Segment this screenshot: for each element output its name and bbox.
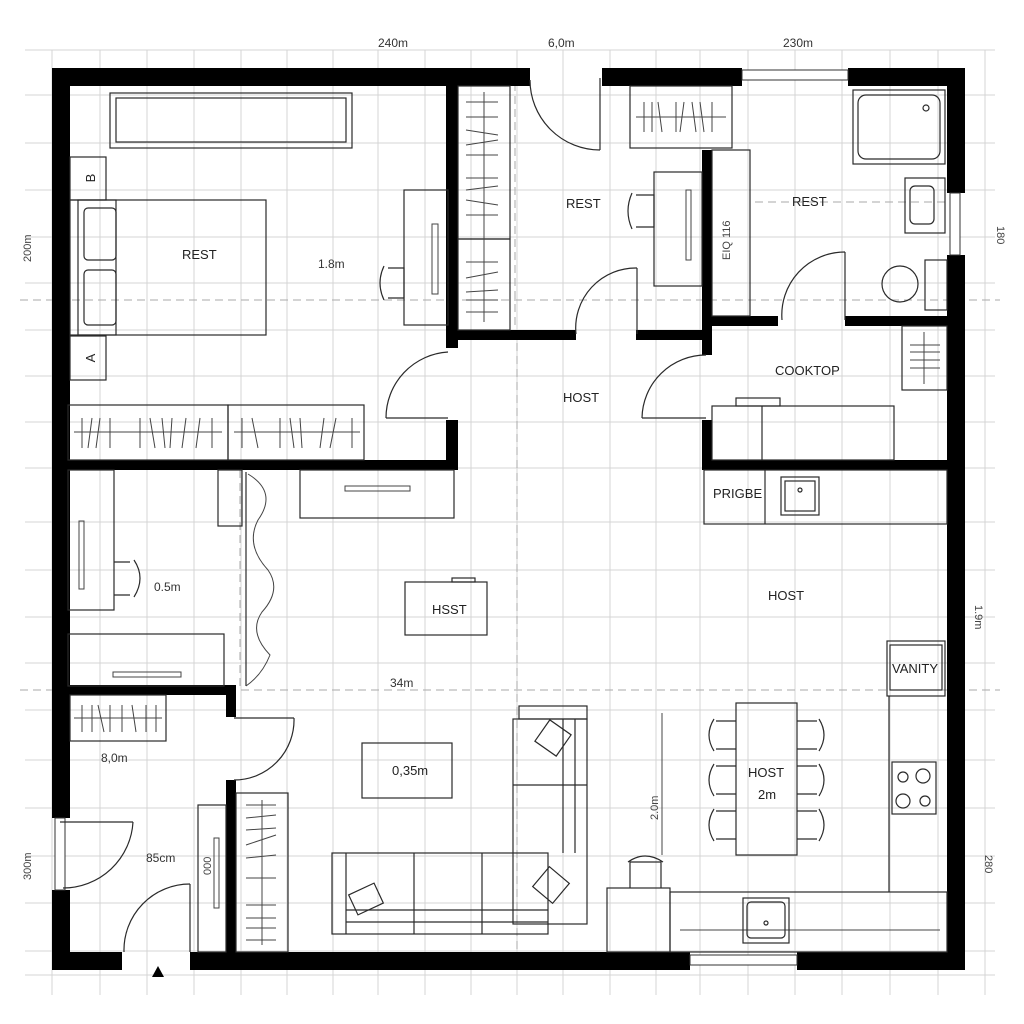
dining-table-label: HOST <box>748 765 784 780</box>
bar-stool-counter <box>606 887 671 953</box>
bath-closet <box>711 149 751 317</box>
windows <box>54 69 961 966</box>
door-bedroom-middle[interactable] <box>575 267 638 335</box>
wardrobe-right <box>227 404 365 461</box>
counter-fridge <box>703 469 948 525</box>
shoe-rack <box>69 694 167 742</box>
door-side[interactable] <box>60 821 134 889</box>
tv-console <box>299 469 455 519</box>
entrance-marker-icon <box>152 966 164 977</box>
window-right <box>949 192 961 256</box>
room-label-hallway: HOST <box>563 390 599 405</box>
desk-middle <box>653 171 703 287</box>
room-label-kitchen: COOKTOP <box>775 363 840 378</box>
chair-middle <box>627 192 655 230</box>
curtain <box>245 473 275 687</box>
dining-table <box>735 702 798 856</box>
entry-cabinet <box>197 804 227 953</box>
nightstand-bottom-label: A <box>83 353 98 362</box>
vanity <box>886 640 946 697</box>
study: 0.5m <box>67 469 275 687</box>
coffee-table-label: 0,35m <box>392 763 428 778</box>
coat-closet <box>235 792 289 953</box>
chair-study <box>114 559 141 598</box>
side-table-label: HSST <box>432 602 467 617</box>
bar-stool <box>627 855 664 888</box>
nightstand-top-label: B <box>83 174 98 183</box>
door-kitchen[interactable] <box>641 354 707 419</box>
bath-closet-label: EIQ 116 <box>721 220 733 260</box>
dim-entry-top: 8,0m <box>101 751 128 765</box>
door-entry-inner[interactable] <box>233 717 295 781</box>
desk-study <box>67 469 115 611</box>
dim-living-center: 34m <box>390 676 413 690</box>
door-entrance[interactable] <box>123 883 191 953</box>
living-center: HSST 34m HOST VANITY <box>299 469 946 697</box>
dim-top-2: 6,0m <box>548 36 575 50</box>
dining-chairs <box>708 718 825 842</box>
side-table <box>404 581 488 636</box>
dim-bedroom-main: 1.8m <box>318 257 345 271</box>
dim-left-1: 200m <box>22 234 34 262</box>
living-lower: 0,35m 2.0m <box>331 705 663 935</box>
cooktop <box>891 761 937 815</box>
doors[interactable] <box>60 78 846 953</box>
coffee-table <box>361 742 453 799</box>
room-label-bedroom-middle: REST <box>566 196 601 211</box>
room-label-living-upper: HOST <box>768 588 804 603</box>
dresser <box>109 92 353 149</box>
sink-bottom <box>742 897 790 944</box>
chair <box>379 265 405 301</box>
bathroom: EIQ 116 REST <box>711 89 948 317</box>
window-bottom <box>689 954 798 966</box>
dim-left-2: 300m <box>22 852 34 880</box>
door-top[interactable] <box>529 78 601 151</box>
dim-top-1: 240m <box>378 36 408 50</box>
bedroom-middle: REST <box>457 85 733 331</box>
nightstand-top <box>69 156 107 201</box>
bathtub <box>852 89 946 165</box>
entry: 8,0m 85cm 000 <box>69 694 289 977</box>
interior-walls <box>66 86 947 952</box>
dim-right-1: 180 <box>994 226 1006 244</box>
dim-entry-door: 85cm <box>146 851 175 865</box>
window-left <box>54 817 66 891</box>
counter-kitchen <box>711 405 895 461</box>
desk <box>403 189 449 326</box>
cabinet-study <box>67 633 225 687</box>
dim-top-3: 230m <box>783 36 813 50</box>
shelf-top <box>629 85 733 149</box>
room-label-bathroom: REST <box>792 194 827 209</box>
vanity-label: VANITY <box>892 661 938 676</box>
dining-table-dimension: 2m <box>758 787 776 802</box>
toilet <box>881 265 919 303</box>
counter-bottom <box>669 891 948 953</box>
dim-sofa: 2.0m <box>649 796 661 820</box>
dim-right-2: 1.9m <box>972 605 984 629</box>
window-top <box>741 69 849 81</box>
dimension-labels: 240m 6,0m 230m 200m 300m 180 1.9m 280 <box>22 36 1006 880</box>
door-bathroom[interactable] <box>781 251 846 321</box>
kitchen-shelf <box>901 325 948 391</box>
bedroom-main: B A REST 1.8m <box>67 92 449 461</box>
sink <box>904 177 946 234</box>
bed <box>69 199 267 336</box>
fridge-label: PRIGBE <box>713 486 762 501</box>
dim-study: 0.5m <box>154 580 181 594</box>
kitchen-sink <box>780 476 820 516</box>
hallway-kitchen: HOST COOKTOP PRIGBE <box>563 325 948 525</box>
exterior-walls <box>52 68 965 970</box>
dining: HOST 2m <box>606 696 948 953</box>
dim-right-3: 280 <box>982 855 994 873</box>
nightstand-bottom <box>69 335 107 381</box>
door-bedroom-main[interactable] <box>385 351 449 419</box>
sofa <box>331 705 588 935</box>
entry-cabinet-label: 000 <box>202 857 214 875</box>
room-label-bedroom-main: REST <box>182 247 217 262</box>
